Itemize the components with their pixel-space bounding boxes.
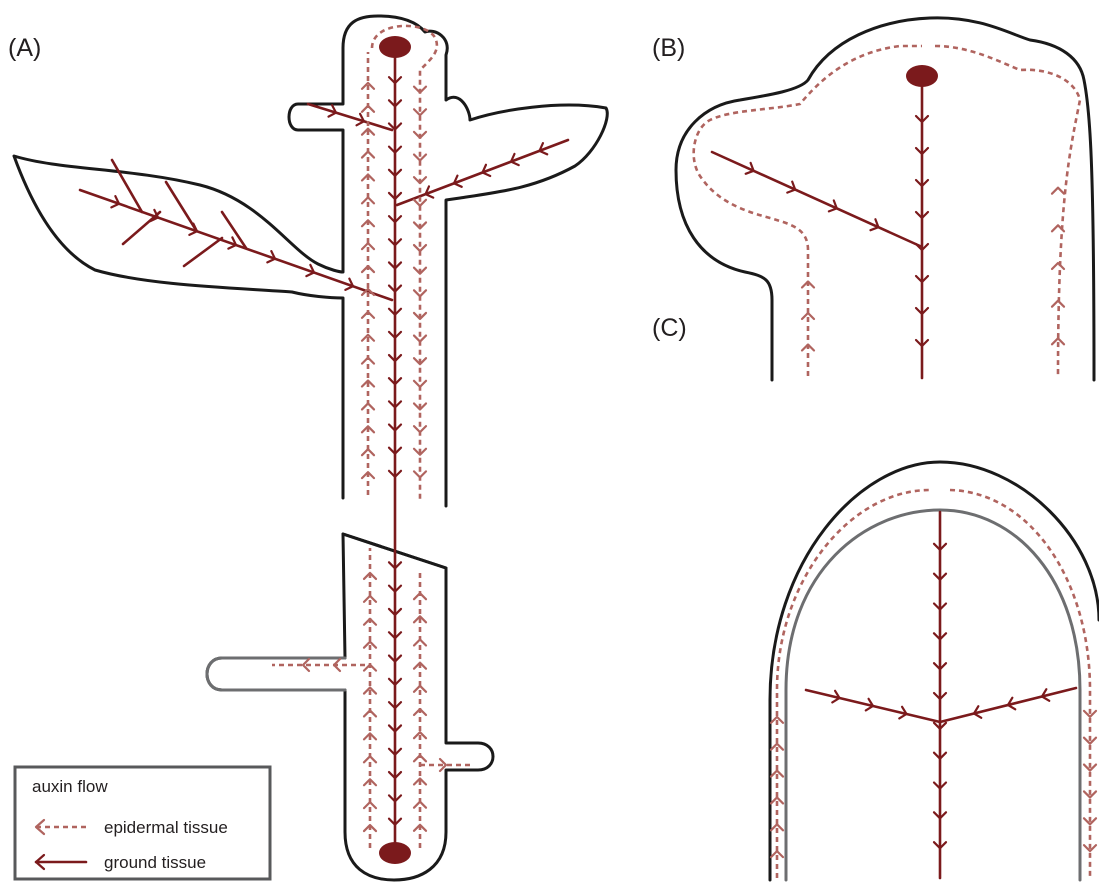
panel-c-label: (C) [652,314,687,342]
upper-stem-outline [14,16,607,506]
epidermal-arrowhead [1052,188,1064,194]
epidermal-arrowhead [414,802,426,808]
panel-b-shoot-apex [676,18,1094,380]
shoot-apex-outline [676,18,1094,380]
epidermal-arrowhead [362,152,374,158]
legend-title: auxin flow [32,777,108,796]
legend-ground-label: ground tissue [104,853,206,872]
panel-c-root-tip [770,462,1099,880]
leaf-primordium-ground-flow [712,152,920,246]
panel-a-label: (A) [8,34,41,62]
epidermal-arrowhead [414,593,426,599]
epi-arrowheads-b [802,188,1064,351]
epi-arrowheads-c [771,711,1096,857]
epidermal-arrowhead [1052,301,1064,307]
epi-left-c [777,490,930,878]
ground-arrowheads-a [111,77,547,825]
panel-b-label: (B) [652,34,685,62]
epidermal-arrowhead [364,756,376,762]
root-tip-outer-outline [770,462,1099,880]
epidermal-arrowhead [414,755,426,761]
epidermal-arrowhead [414,426,426,432]
epi-apex-right [372,26,437,500]
left-leaf-vein-2 [123,212,160,244]
epidermal-arrowhead [414,640,426,646]
epidermal-arrowhead [362,106,374,112]
legend-epidermal-label: epidermal tissue [104,818,228,837]
epidermal-arrowhead [362,403,374,409]
epidermal-arrowhead [1052,263,1064,269]
epi-right-b [935,46,1080,376]
legend: auxin flow epidermal tissue ground tissu… [15,767,270,879]
branch-ground-flow [308,104,392,130]
epidermal-arrowhead [414,471,426,477]
epidermal-arrowhead [364,710,376,716]
left-leaf-vein-4 [184,238,222,266]
epi-right-c [950,490,1090,878]
epidermal-arrowhead [362,358,374,364]
epi-left-b [694,46,922,376]
side-branch-outline [207,658,345,690]
panel-a-plant [14,16,607,880]
